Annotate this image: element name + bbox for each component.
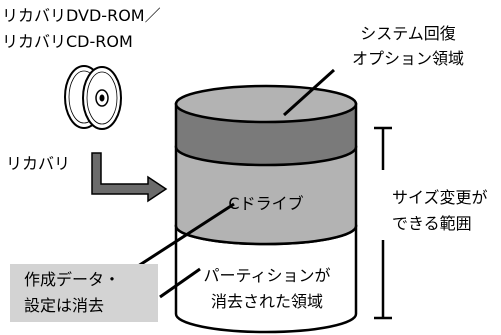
recovery-arrow-label: リカバリ — [6, 154, 71, 173]
system-area-callout-line — [282, 68, 336, 117]
note-label-line1: 作成データ・ — [24, 270, 121, 289]
note-callout-line — [134, 202, 235, 270]
note-box — [10, 264, 158, 322]
recovery-arrow — [91, 152, 168, 203]
resizable-label-line2: できる範囲 — [392, 214, 472, 233]
media-title-line2: リカバリCD-ROM — [2, 32, 133, 51]
note-label-line2: 設定は消去 — [24, 296, 105, 315]
resizable-range-bracket — [374, 126, 392, 320]
cylinder-c-drive-layer — [174, 145, 358, 246]
media-title-line1: リカバリDVD-ROM／ — [2, 6, 161, 25]
erased-partition-label-line1: パーティションが — [203, 266, 331, 285]
erased-partition-label-line2: 消去された領域 — [210, 292, 323, 311]
disc-icon — [64, 65, 122, 130]
c-drive-label: Cドライブ — [228, 194, 304, 213]
system-area-label-line2: オプション領域 — [351, 49, 464, 68]
cylinder-top-cap — [174, 84, 358, 124]
system-area-label-line1: システム回復 — [360, 24, 456, 43]
cylinder-bottom-layer — [174, 224, 358, 334]
resizable-label-line1: サイズ変更が — [392, 188, 488, 207]
erased-callout-line — [159, 267, 201, 299]
